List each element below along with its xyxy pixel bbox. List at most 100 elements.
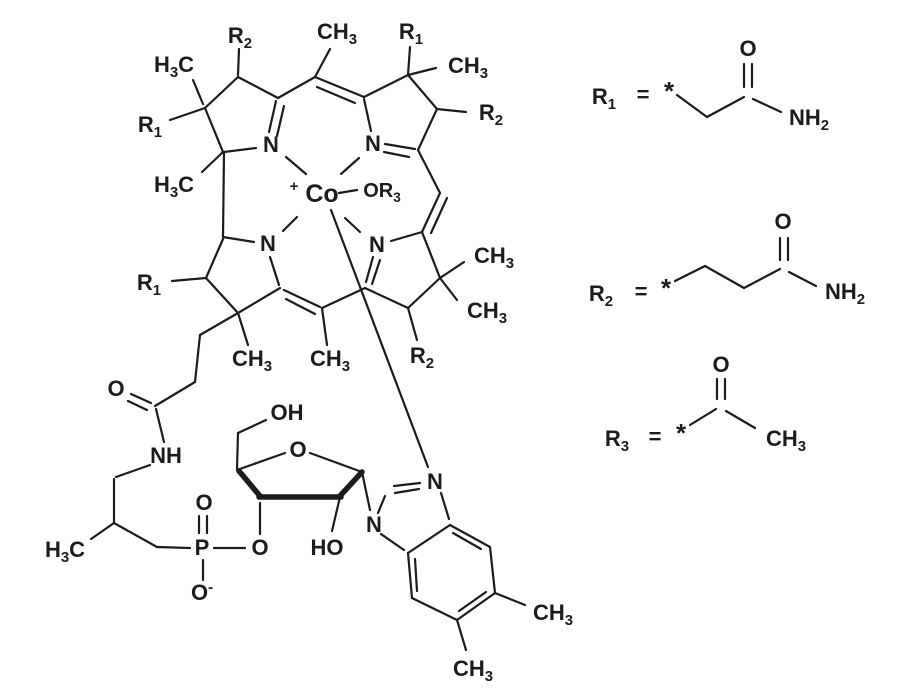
- r2-definition-bonds: [673, 236, 818, 290]
- bond: [275, 104, 286, 138]
- propanol-h3c-label: H3C: [45, 537, 85, 566]
- r3-equals-sign: =: [649, 424, 662, 449]
- bond: [429, 196, 449, 235]
- bond: [364, 255, 375, 284]
- axial-ligand-or3-label: OR3: [363, 180, 401, 205]
- bond: [284, 297, 317, 316]
- ring-b-r1-label: R1: [399, 19, 423, 48]
- bond: [222, 146, 258, 154]
- bond: [235, 431, 240, 472]
- r2-name-label: R2: [589, 281, 613, 310]
- bond: [362, 97, 373, 133]
- ring-b-ch3-label: CH3: [448, 53, 488, 82]
- ribose-ch2oh-label: OH: [270, 400, 303, 425]
- bond: [337, 188, 359, 195]
- ribose-ho-label: HO: [310, 535, 343, 560]
- benzimidazole-bonds: [376, 481, 527, 652]
- wedge-bond: [236, 468, 263, 499]
- bond: [191, 78, 205, 106]
- bond: [493, 591, 527, 607]
- ring-a-r2-label: R2: [228, 23, 252, 52]
- bond: [221, 150, 226, 239]
- bond: [276, 75, 317, 100]
- bond: [329, 208, 430, 469]
- r1-definition-labels: R1 = * O NH2: [592, 36, 829, 134]
- bond: [406, 276, 442, 310]
- bond: [284, 155, 308, 176]
- bond: [406, 66, 438, 77]
- nucleotide-labels: O NH H3C P O O- O OH O HO N N CH3 CH3: [45, 376, 573, 685]
- bond: [155, 545, 192, 550]
- phosphate-o-double-label: O: [195, 490, 212, 515]
- bond: [221, 235, 256, 244]
- bond: [416, 107, 439, 152]
- bond: [193, 333, 202, 384]
- ring-c-ch3-lower-label: CH3: [467, 298, 507, 327]
- bond: [200, 150, 225, 174]
- bond: [235, 451, 287, 472]
- bond: [363, 286, 410, 310]
- r3-name-label: R3: [605, 426, 629, 455]
- bond: [703, 264, 746, 290]
- bond: [420, 191, 442, 234]
- bond: [267, 99, 278, 134]
- phosphorus-label: P: [195, 535, 210, 560]
- cobalt-coordination-bonds: [281, 155, 430, 469]
- benzimidazole-n3-label: N: [427, 469, 443, 494]
- bond: [724, 409, 757, 430]
- ring-d-r1-label: R1: [137, 270, 161, 299]
- bond: [389, 230, 424, 243]
- bond: [320, 286, 367, 310]
- ring-a-h3c-bottom-label: H3C: [154, 172, 194, 201]
- ribose-ring-o-label: O: [289, 437, 306, 462]
- bond: [320, 306, 329, 347]
- r2-attachment-star: *: [661, 273, 672, 303]
- nucleotide-loop-bonds: [89, 311, 372, 582]
- bond: [392, 481, 422, 488]
- bond: [382, 150, 411, 159]
- bond: [153, 380, 197, 408]
- bond: [112, 521, 159, 549]
- bond: [451, 531, 483, 551]
- ring-c-ch3-upper-label: CH3: [474, 243, 514, 272]
- bond: [439, 491, 451, 521]
- nitrogen-bottom-left: N: [260, 231, 276, 256]
- ring-c-r2-label: R2: [410, 343, 434, 372]
- benzimidazole-ch3-6-label: CH3: [453, 656, 493, 685]
- bond: [410, 596, 459, 622]
- bond: [362, 73, 410, 99]
- bond: [457, 590, 488, 613]
- bond: [673, 264, 707, 283]
- r3-carbonyl-o-label: O: [712, 352, 729, 377]
- nitrogen-top-right: N: [365, 131, 381, 156]
- r2-carbonyl-o-label: O: [774, 209, 791, 234]
- bond: [236, 47, 241, 77]
- cobalt-label: Co: [305, 180, 338, 208]
- ring-a-r1-label: R1: [138, 112, 162, 141]
- bond: [129, 392, 153, 405]
- ring-d-ch3-label: CH3: [232, 346, 272, 375]
- bond: [330, 495, 342, 533]
- bond: [268, 255, 281, 287]
- cobalt-charge-label: +: [290, 178, 299, 195]
- nitrogen-top-left: N: [263, 132, 279, 157]
- bond: [281, 215, 299, 233]
- bond: [313, 75, 366, 99]
- bond: [406, 551, 414, 600]
- bond: [383, 142, 417, 151]
- r1-carbonyl-o-label: O: [739, 36, 756, 61]
- bond: [170, 276, 208, 283]
- bond: [435, 107, 468, 114]
- bond: [675, 93, 709, 119]
- r1-attachment-star: *: [664, 76, 675, 106]
- bond: [406, 306, 419, 342]
- bond: [455, 618, 468, 652]
- bond: [360, 470, 372, 512]
- wedge-bond: [337, 469, 365, 499]
- r2-definition-labels: R2 = * O NH2: [589, 209, 865, 310]
- bond: [313, 47, 332, 79]
- bond: [448, 523, 492, 549]
- nitrogen-bottom-right: N: [369, 232, 385, 257]
